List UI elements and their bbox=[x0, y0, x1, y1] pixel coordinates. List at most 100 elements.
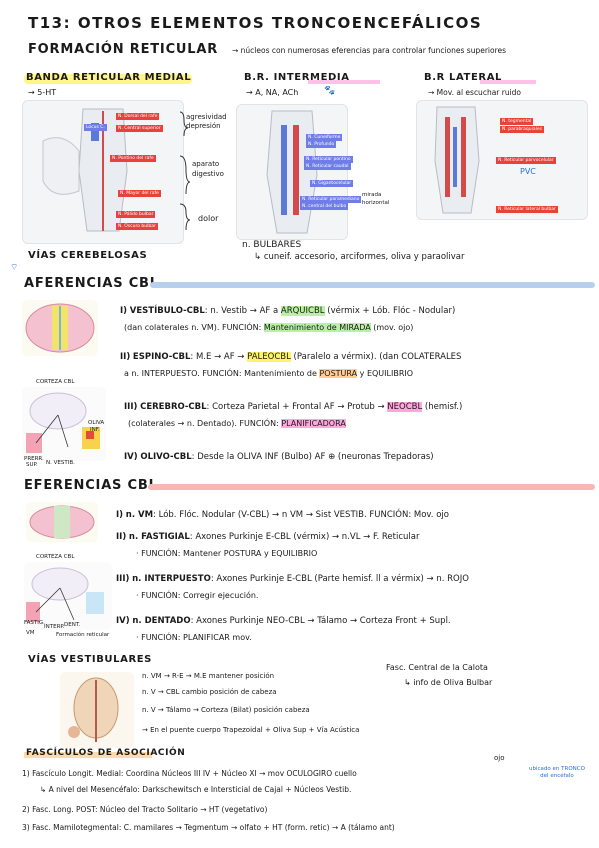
inter-note-1: mirada bbox=[362, 192, 382, 198]
af-item-1-line2: (dan colaterales n. VM). FUNCIÓN: Manten… bbox=[124, 322, 413, 333]
vest-line-0: n. VM → R-E → M.E mantener posición bbox=[142, 672, 275, 680]
af-item-3: III) CEREBRO-CBL: Corteza Parietal + Fro… bbox=[124, 402, 462, 413]
vestibular-figure bbox=[60, 672, 134, 748]
vias-vestibulares-heading: VÍAS VESTIBULARES bbox=[28, 654, 152, 665]
ef-3-num: III) bbox=[116, 574, 130, 584]
af-3-tail: (hemisf.) bbox=[424, 402, 463, 412]
cerebellum-drawing-2 bbox=[26, 392, 100, 453]
lat-label-3: N. Reticular lateral bulbar bbox=[496, 206, 558, 213]
inter-label-2: N. Reticular pontino bbox=[304, 156, 353, 163]
lat-pvc: PVC bbox=[520, 167, 536, 176]
banda-lateral-heading: B.R LATERAL bbox=[424, 72, 503, 83]
af-2-tail: (Paralelo a vérmix). (dan COLATERALES bbox=[293, 352, 462, 362]
page-title: T13: OTROS ELEMENTOS TRONCOENCEFÁLICOS bbox=[28, 14, 483, 32]
ef-item-3: III) n. INTERPUESTO: Axones Purkinje E-C… bbox=[116, 574, 469, 585]
ef-4-name: n. DENTADO bbox=[132, 616, 191, 626]
vest-right-2: ↳ info de Oliva Bulbar bbox=[404, 678, 493, 687]
af-fig-label-5: INF. bbox=[90, 427, 100, 433]
ef-1-line1: : Lób. Flóc. Nodular (V-CBL) → n VM → Si… bbox=[153, 510, 449, 520]
vest-line-1: n. V → CBL cambio posición de cabeza bbox=[142, 688, 277, 696]
af-item-1: I) VESTÍBULO-CBL: n. Vestib → AF a ARQUI… bbox=[120, 306, 455, 317]
fasc-side-note: ubicado en TRONCO del encéfalo bbox=[529, 766, 585, 779]
af-fig-label-3: N. VESTIB. bbox=[46, 460, 75, 466]
lat-label-0: N. tegmental bbox=[500, 118, 534, 125]
af-4-name: OLIVO-CBL bbox=[140, 452, 192, 462]
af-3-name: CEREBRO-CBL bbox=[140, 402, 207, 412]
af-3-line2: (colaterales → n. Dentado). FUNCIÓN: bbox=[128, 419, 279, 428]
cerebellum-drawing-1 bbox=[25, 303, 95, 353]
banda-lateral-sub: → Mov. al escuchar ruido bbox=[428, 88, 522, 97]
ef-item-3-line2: · FUNCIÓN: Corregir ejecución. bbox=[136, 591, 259, 600]
eferencias-figure-top bbox=[26, 502, 98, 542]
af-item-4: IV) OLIVO-CBL: Desde la OLIVA INF (Bulbo… bbox=[124, 452, 434, 463]
af-2-rest: : M.E → AF → bbox=[190, 352, 245, 362]
ef-fig-label-5: Formación reticular bbox=[56, 632, 110, 638]
af-3-hl2: PLANIFICADORA bbox=[281, 419, 346, 428]
af-1-num: I) bbox=[120, 306, 128, 316]
vest-right-1: Fasc. Central de la Calota bbox=[386, 663, 488, 672]
af-1-name: VESTÍBULO-CBL bbox=[129, 306, 205, 316]
formacion-heading: FORMACIÓN RETICULAR bbox=[28, 42, 219, 57]
inter-note-2: horizontal bbox=[362, 200, 390, 206]
ef-fig-label-2: INTERP. bbox=[44, 624, 65, 630]
af-1-hl2: Mantenimiento de MIRADA bbox=[263, 323, 371, 332]
ef-item-2: II) n. FASTIGIAL: Axones Purkinje E-CBL … bbox=[116, 532, 419, 543]
medial-note-4: dolor bbox=[198, 214, 219, 223]
ef-item-4: IV) n. DENTADO: Axones Purkinje NEO-CBL … bbox=[116, 616, 451, 627]
ef-item-4-line2: · FUNCIÓN: PLANIFICAR mov. bbox=[136, 633, 252, 642]
ef-fig-label-0: CORTEZA CBL bbox=[36, 554, 75, 560]
af-2-hl2: POSTURA bbox=[319, 369, 358, 378]
af-2-tail2: y EQUILIBRIO bbox=[359, 369, 414, 378]
formacion-desc: → núcleos con numerosas eferencias para … bbox=[232, 46, 507, 55]
ef-4-num: IV) bbox=[116, 616, 130, 626]
ef-4-line1: : Axones Purkinje NEO-CBL → Tálamo → Cor… bbox=[190, 616, 451, 626]
bulbares-line1: n. BULBARES bbox=[242, 240, 302, 250]
fasc-line-1b: ↳ A nivel del Mesencéfalo: Darkschewitsc… bbox=[40, 785, 352, 794]
cerebellum-drawing-3 bbox=[29, 505, 95, 539]
inter-label-3: N. Reticular caudal bbox=[304, 163, 351, 170]
medial-note-1: depresión bbox=[186, 122, 221, 130]
af-fig-label-1: PRERR. bbox=[24, 456, 44, 462]
banda-intermedia-figure bbox=[236, 104, 348, 240]
af-item-2-line2: a n. INTERPUESTO. FUNCIÓN: Mantenimiento… bbox=[124, 368, 413, 379]
medial-label-4: N. Pálido bulbar bbox=[116, 211, 156, 218]
af-2-line2: a n. INTERPUESTO. FUNCIÓN: Mantenimiento… bbox=[124, 369, 317, 378]
medial-label-2: N. Pontino del rafe bbox=[110, 155, 156, 162]
af-4-num: IV) bbox=[124, 452, 138, 462]
af-1-hl: ARQUICBL bbox=[280, 306, 325, 316]
banda-medial-heading: BANDA RETICULAR MEDIAL bbox=[26, 72, 192, 83]
vest-line-3: → En el puente cuerpo Trapezoidal + Oliv… bbox=[142, 726, 360, 734]
af-1-rest: : n. Vestib → AF a bbox=[204, 306, 279, 316]
medial-note-0: agresividad bbox=[186, 113, 227, 121]
af-2-num: II) bbox=[120, 352, 131, 362]
ef-3-line1: : Axones Purkinje E-CBL (Parte hemisf. l… bbox=[210, 574, 469, 584]
eferencias-bar bbox=[148, 484, 595, 490]
af-3-hl: NEOCBL bbox=[387, 402, 423, 412]
af-3-num: III) bbox=[124, 402, 138, 412]
vestibular-drawing bbox=[68, 677, 119, 742]
fasc-line-2: 2) Fasc. Long. POST: Núcleo del Tracto S… bbox=[22, 805, 268, 814]
banda-medial-sub: → 5-HT bbox=[28, 88, 57, 97]
vias-cerebelosas-heading: VÍAS CEREBELOSAS bbox=[28, 250, 148, 261]
fasc-side-top: ojo bbox=[494, 754, 505, 762]
brainstem-intermediate-drawing bbox=[266, 110, 318, 234]
af-2-hl: PALEOCBL bbox=[247, 352, 291, 362]
ef-2-line1: : Axones Purkinje E-CBL (vérmix) → n.VL … bbox=[189, 532, 420, 542]
medial-note-2: aparato bbox=[192, 160, 220, 168]
inter-label-0: N. Cuneiforme bbox=[306, 134, 343, 141]
af-3-rest: : Corteza Parietal + Frontal AF → Protub… bbox=[206, 402, 385, 412]
banda-intermedia-heading: B.R. INTERMEDIA bbox=[244, 72, 350, 83]
inter-label-1: N. Profundo bbox=[306, 141, 337, 148]
eferencias-heading: EFERENCIAS CBL bbox=[24, 478, 158, 493]
af-fig-label-2: SUP. bbox=[26, 462, 38, 468]
medial-label-3: N. Mayor del rafe bbox=[118, 190, 161, 197]
ef-fig-label-4: VM bbox=[26, 630, 35, 636]
af-item-2: II) ESPINO-CBL: M.E → AF → PALEOCBL (Par… bbox=[120, 352, 461, 363]
af-fig-label-0: CORTEZA CBL bbox=[36, 379, 75, 385]
paw-icon: 🐾 bbox=[324, 86, 336, 96]
ef-3-name: n. INTERPUESTO bbox=[132, 574, 211, 584]
inter-label-5: N. Reticular paramediano bbox=[300, 196, 362, 203]
af-4-rest: : Desde la OLIVA INF (Bulbo) AF ⊕ (neuro… bbox=[191, 452, 434, 462]
ef-item-1: I) n. VM: Lób. Flóc. Nodular (V-CBL) → n… bbox=[116, 510, 449, 521]
aferencias-figure-bottom bbox=[22, 387, 106, 461]
